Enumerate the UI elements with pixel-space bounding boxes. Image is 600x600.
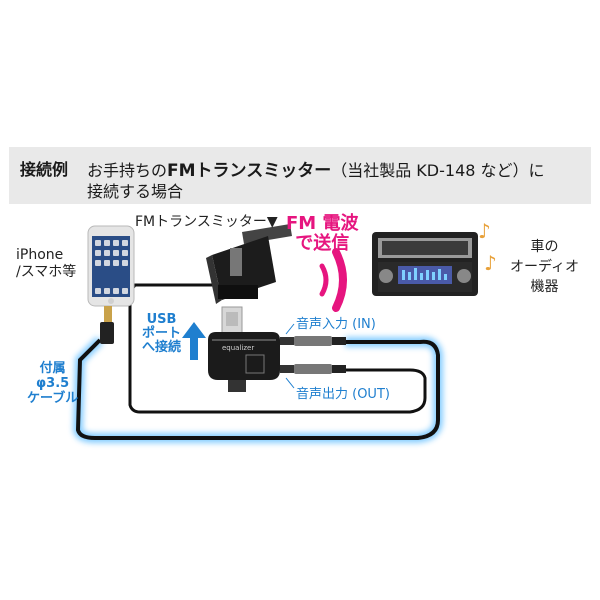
fm-wave-label: FM 電波 で送信	[286, 214, 358, 254]
iphone-icon	[87, 225, 135, 307]
music-note-icon: ♪ ♪	[478, 219, 497, 275]
audio-in-label: 音声入力 (IN)	[296, 317, 376, 332]
usb-port-label-line1: USB	[146, 312, 177, 327]
audio-in-plug-icon	[280, 336, 346, 346]
car-audio-icon	[372, 232, 478, 296]
cable-label-line3: ケーブル	[27, 391, 79, 406]
fm-wave-label-line2: で送信	[295, 233, 350, 254]
cable-label-line1: 付属	[39, 361, 66, 376]
iphone-label: iPhone /スマホ等	[16, 247, 76, 281]
svg-text:♪: ♪	[478, 219, 491, 243]
header-line1-post: （当社製品 KD-148 など）に	[331, 161, 545, 180]
usb-port-label-line3: へ接続	[142, 340, 182, 355]
usb-arrow-icon	[182, 322, 206, 360]
car-audio-label-line3: 機器	[530, 279, 559, 295]
fm-wave-label-line1: FM 電波	[286, 213, 359, 234]
fm-wave-icon	[319, 248, 347, 312]
usb-port-label: USB ポート へ接続	[142, 313, 181, 355]
fm-transmitter-icon	[206, 224, 292, 304]
audio-out-plug-icon	[280, 364, 346, 374]
header-line1-pre: お手持ちの	[87, 161, 168, 180]
callout-lines	[285, 323, 295, 389]
usb-port-label-line2: ポート	[142, 326, 182, 341]
car-audio-label-line1: 車の	[530, 239, 559, 255]
svg-text:♪: ♪	[484, 251, 497, 275]
header-band: 接続例 お手持ちのFMトランスミッター（当社製品 KD-148 など）に 接続す…	[9, 147, 591, 204]
header-tag: 接続例	[20, 160, 69, 179]
equalizer-device-icon: equalizer	[208, 306, 280, 392]
iphone-label-line2: /スマホ等	[16, 264, 77, 280]
car-audio-label: 車の オーディオ 機器	[510, 237, 579, 297]
header-line1-bold: FMトランスミッター	[167, 161, 332, 181]
header-description-line1: お手持ちのFMトランスミッター（当社製品 KD-148 など）に	[87, 156, 545, 181]
phone-plug-icon	[100, 306, 114, 344]
audio-out-label: 音声出力 (OUT)	[296, 387, 390, 402]
iphone-label-line1: iPhone	[16, 247, 64, 263]
cable-label-line2: φ3.5	[36, 376, 70, 391]
cable-label: 付属 φ3.5 ケーブル	[27, 361, 78, 406]
car-audio-label-line2: オーディオ	[510, 259, 580, 275]
header-description-line2: 接続する場合	[87, 182, 184, 201]
cable-glow	[72, 283, 443, 443]
device-brand-text: equalizer	[222, 344, 254, 352]
fm-transmitter-label: FMトランスミッター▼	[135, 214, 278, 230]
